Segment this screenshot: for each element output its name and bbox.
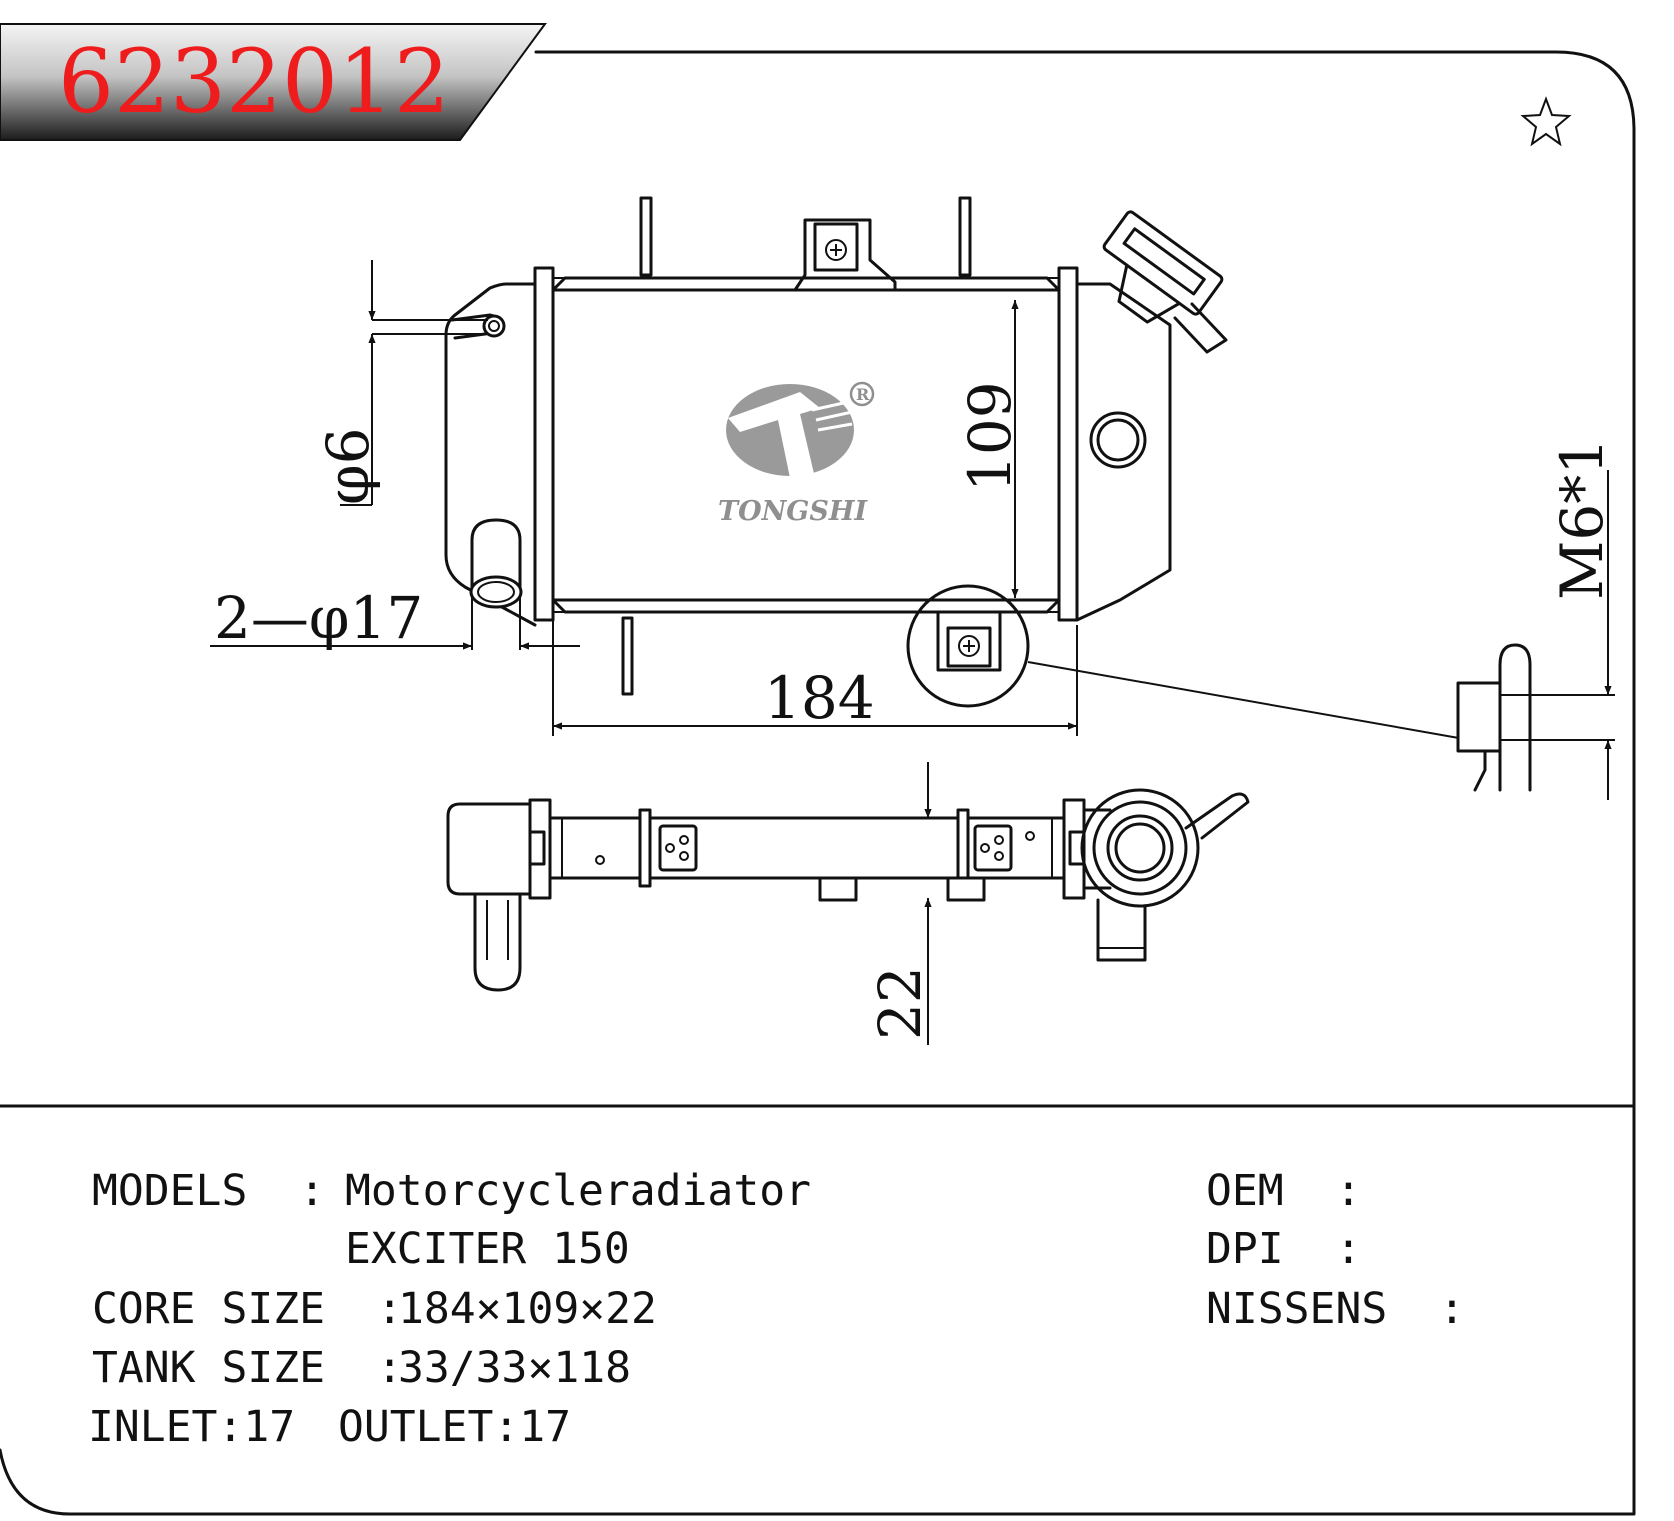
models-value: Motorcycleradiator	[345, 1166, 811, 1216]
tongshi-logo-icon: R TONGSHI	[718, 381, 875, 527]
nissens-label: NISSENS :	[1206, 1284, 1465, 1334]
dim-pipe-diameter: φ6	[314, 427, 382, 505]
dim-bolt-thread: M6*1	[1548, 438, 1616, 600]
models-value-line2: EXCITER 150	[345, 1224, 630, 1274]
registered-icon	[849, 381, 875, 407]
page-frame	[0, 50, 1636, 1516]
dim-core-height: 109	[956, 381, 1024, 492]
core-size-label: CORE SIZE :	[92, 1284, 403, 1334]
part-number: 6232012	[58, 30, 450, 133]
radiator-top-view	[446, 788, 1250, 992]
part-number-banner: 6232012	[0, 23, 547, 141]
star-icon[interactable]	[1520, 96, 1572, 147]
detail-callout-circle	[906, 584, 1030, 708]
models-label: MODELS :	[92, 1166, 325, 1216]
radiator-front-view	[444, 196, 1471, 742]
outlet-spec: OUTLET:17	[338, 1402, 571, 1452]
core-size-value: 184×109×22	[398, 1284, 657, 1334]
tank-size-value: 33/33×118	[398, 1343, 631, 1393]
dim-core-depth: 22	[866, 966, 934, 1040]
oem-label: OEM :	[1206, 1166, 1362, 1216]
tank-size-label: TANK SIZE :	[92, 1343, 403, 1393]
dim-core-width: 184	[764, 664, 875, 732]
brand-name: TONGSHI	[718, 496, 868, 527]
dpi-label: DPI :	[1206, 1224, 1362, 1274]
svg-text:R: R	[856, 385, 870, 404]
inlet-spec: INLET:17	[88, 1402, 296, 1452]
dimension-lines	[210, 260, 1612, 1045]
dim-inlet-outlet: 2—φ17	[214, 584, 423, 652]
bracket-detail-view	[1456, 643, 1615, 792]
